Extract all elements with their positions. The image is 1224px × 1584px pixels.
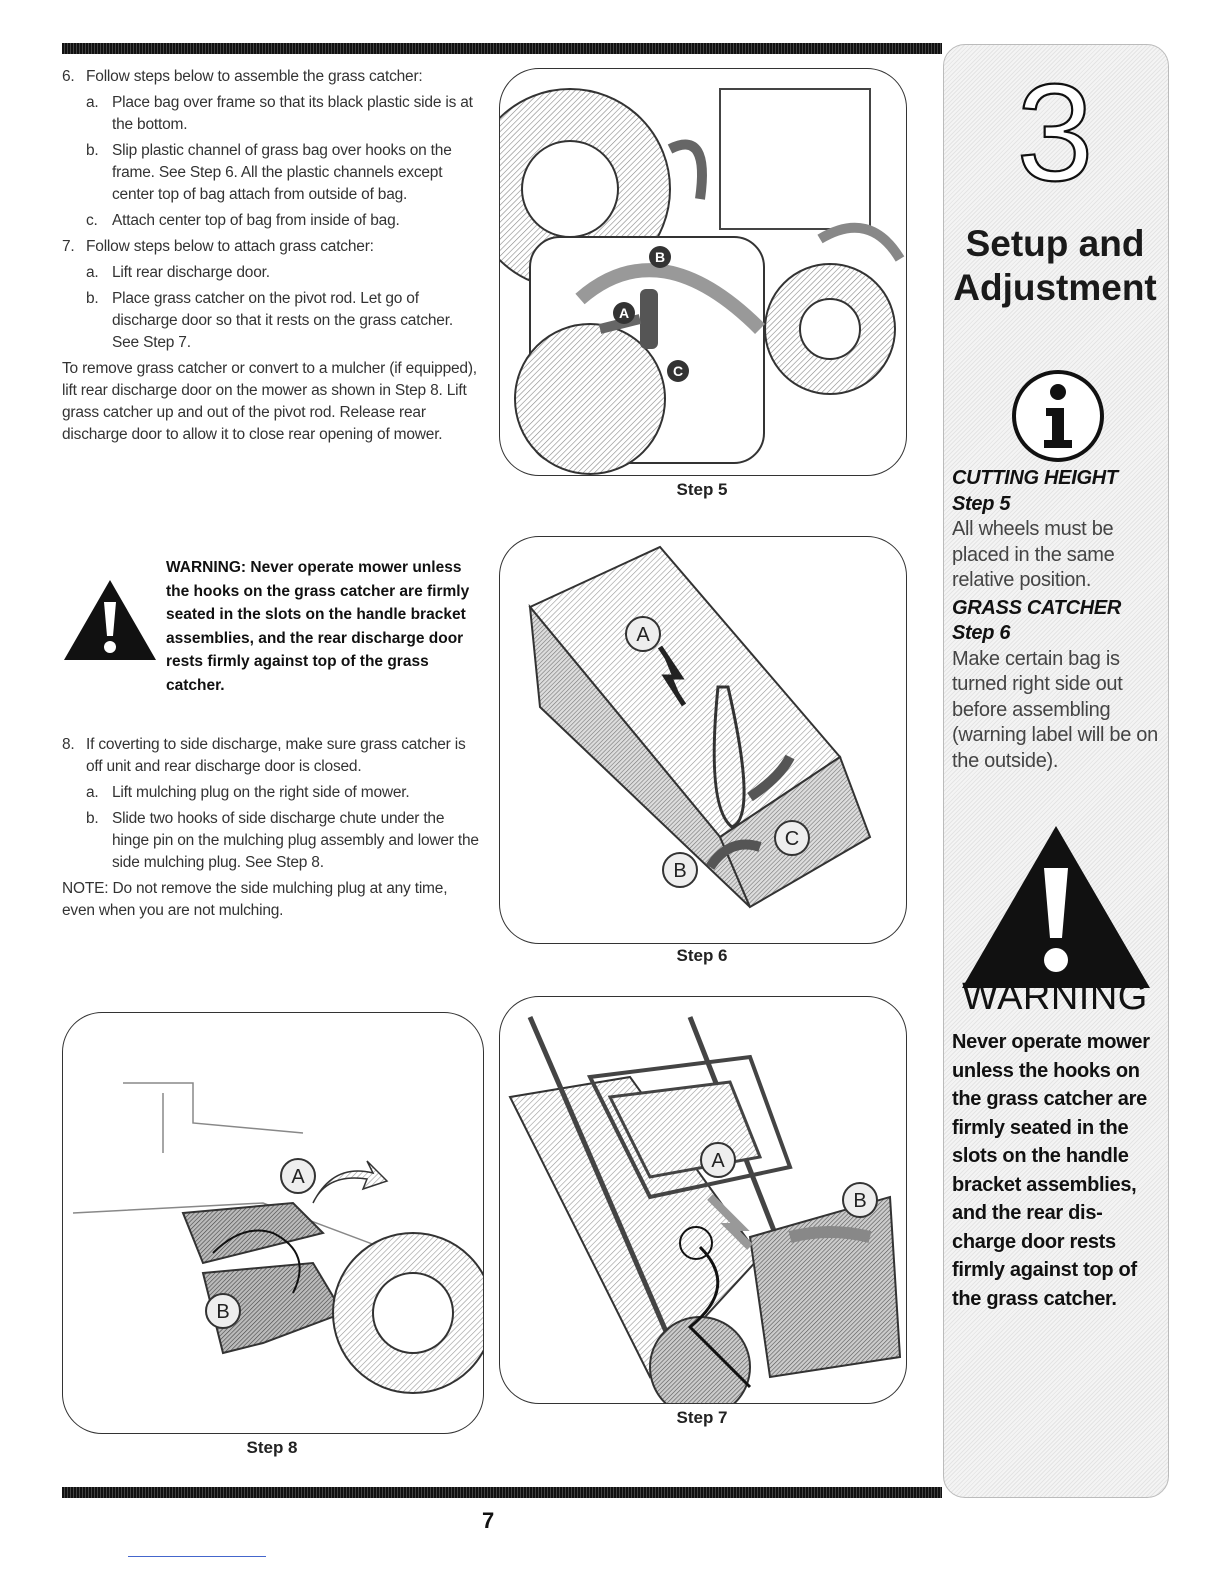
label-b-text: B bbox=[673, 860, 686, 882]
item-text: Slide two hooks of side discharge chute … bbox=[112, 810, 479, 871]
cutting-height-note: CUTTING HEIGHT Step 5 All wheels must be… bbox=[952, 466, 1162, 774]
item-text: Place bag over frame so that its black p… bbox=[112, 94, 473, 133]
chapter-sidebar bbox=[943, 44, 1169, 1498]
label-a-text: A bbox=[291, 1166, 305, 1188]
label-a-marker bbox=[842, 1182, 878, 1218]
item-number: 6. bbox=[62, 68, 75, 85]
label-a-text: A bbox=[619, 305, 629, 321]
label-c-marker bbox=[667, 360, 689, 382]
label-c-text: C bbox=[673, 363, 683, 379]
chapter-title-line-2: Adjustment bbox=[953, 267, 1157, 308]
item-label: a. bbox=[86, 264, 99, 281]
step-7-illustration: A B bbox=[508, 1016, 902, 1403]
label-b-marker bbox=[662, 852, 698, 888]
label-a-text: A bbox=[636, 624, 650, 646]
label-b-marker bbox=[205, 1293, 241, 1329]
label-b-marker bbox=[649, 246, 671, 268]
bottom-rule bbox=[62, 1487, 942, 1498]
instructions-column: 6. Follow steps below to assemble the gr… bbox=[62, 66, 482, 446]
chapter-number-outline: 3 bbox=[1016, 72, 1095, 192]
label-b-marker bbox=[700, 1142, 736, 1178]
item-text: Lift rear discharge door. bbox=[112, 264, 270, 281]
step-8-caption: Step 8 bbox=[246, 1438, 298, 1457]
item-text: Slip plastic channel of grass bag over h… bbox=[112, 142, 452, 203]
item-label: b. bbox=[86, 142, 99, 159]
item-label: b. bbox=[86, 810, 99, 827]
top-rule bbox=[62, 43, 942, 54]
grass-catcher-step: Step 6 bbox=[952, 622, 1011, 644]
sidebar-warning-text: Never operate mower unless the hooks on … bbox=[952, 1031, 1150, 1310]
remove-catcher-paragraph: To remove grass catcher or convert to a … bbox=[62, 360, 477, 443]
warning-triangle-icon bbox=[64, 580, 156, 660]
grass-catcher-heading: GRASS CATCHER bbox=[952, 596, 1122, 619]
info-icon bbox=[1012, 370, 1104, 462]
step-6c-item: c. Attach center top of bag from inside … bbox=[86, 210, 482, 232]
step-8-illustration: A B bbox=[72, 1082, 483, 1394]
step-6a-item: a. Place bag over frame so that its blac… bbox=[86, 92, 482, 136]
step-6b-item: b. Slip plastic channel of grass bag ove… bbox=[86, 140, 482, 206]
label-a-text: B bbox=[853, 1190, 866, 1212]
label-b-text: B bbox=[216, 1301, 229, 1323]
step-8-figure: A B bbox=[62, 1012, 484, 1434]
item-label: b. bbox=[86, 290, 99, 307]
label-b-text: B bbox=[655, 249, 665, 265]
step-7-figure: A B bbox=[499, 996, 907, 1404]
step-8b-item: b. Slide two hooks of side discharge chu… bbox=[86, 808, 482, 874]
label-a-marker bbox=[280, 1158, 316, 1194]
step-5-caption: Step 5 bbox=[676, 480, 728, 499]
cutting-height-heading: CUTTING HEIGHT bbox=[952, 467, 1118, 489]
item-label: c. bbox=[86, 212, 98, 229]
label-c-marker bbox=[774, 820, 810, 856]
step-8-item: 8. If coverting to side discharge, make … bbox=[62, 734, 482, 778]
cutting-height-text: All wheels must be placed in the same re… bbox=[952, 518, 1115, 591]
step-7-caption: Step 7 bbox=[676, 1408, 728, 1427]
item-text: Attach center top of bag from inside of … bbox=[112, 212, 400, 229]
warning-triangle-icon bbox=[962, 826, 1150, 988]
step-7a-item: a. Lift rear discharge door. bbox=[86, 262, 482, 284]
item-text: Place grass catcher on the pivot rod. Le… bbox=[112, 290, 453, 351]
chapter-title-line-1: Setup and bbox=[965, 223, 1145, 264]
step-8a-item: a. Lift mulching plug on the right side … bbox=[86, 782, 482, 804]
chapter-title: Setup and Adjustment bbox=[944, 222, 1166, 310]
label-b-text: A bbox=[711, 1150, 725, 1172]
grass-catcher-text: Make certain bag is turned right side ou… bbox=[952, 647, 1158, 772]
item-label: a. bbox=[86, 94, 99, 111]
note-paragraph: NOTE: Do not remove the side mulching pl… bbox=[62, 880, 448, 919]
instructions-column-continued: 8. If coverting to side discharge, make … bbox=[62, 734, 482, 922]
inline-warning-text: WARNING: Never operate mower unless the … bbox=[166, 559, 470, 694]
label-a-marker bbox=[613, 302, 635, 324]
item-text: Lift mulching plug on the right side of … bbox=[112, 784, 410, 801]
item-number: 8. bbox=[62, 736, 75, 753]
step-5-illustration: B A C bbox=[500, 88, 905, 475]
item-text: If coverting to side discharge, make sur… bbox=[86, 736, 466, 775]
step-5-figure: B A C bbox=[499, 68, 907, 476]
chapter-number: 3 bbox=[1017, 72, 1094, 192]
page-number: 7 bbox=[482, 1508, 495, 1533]
inline-warning: WARNING: Never operate mower unless the … bbox=[62, 556, 482, 706]
label-a-marker bbox=[625, 616, 661, 652]
footer-link-underline bbox=[128, 1556, 266, 1557]
step-6-caption: Step 6 bbox=[676, 946, 728, 965]
step-7b-item: b. Place grass catcher on the pivot rod.… bbox=[86, 288, 482, 354]
step-6-illustration: A B C bbox=[528, 545, 872, 909]
step-7-item: 7. Follow steps below to attach grass ca… bbox=[62, 236, 482, 258]
label-c-text: C bbox=[785, 828, 799, 850]
item-text: Follow steps below to attach grass catch… bbox=[86, 238, 374, 255]
step-6-item: 6. Follow steps below to assemble the gr… bbox=[62, 66, 482, 88]
item-label: a. bbox=[86, 784, 99, 801]
item-number: 7. bbox=[62, 238, 75, 255]
step-6-figure: A B C bbox=[499, 536, 907, 944]
cutting-height-step: Step 5 bbox=[952, 492, 1011, 515]
item-text: Follow steps below to assemble the grass… bbox=[86, 68, 423, 85]
sidebar-warning-title: WARNING bbox=[962, 976, 1148, 1018]
